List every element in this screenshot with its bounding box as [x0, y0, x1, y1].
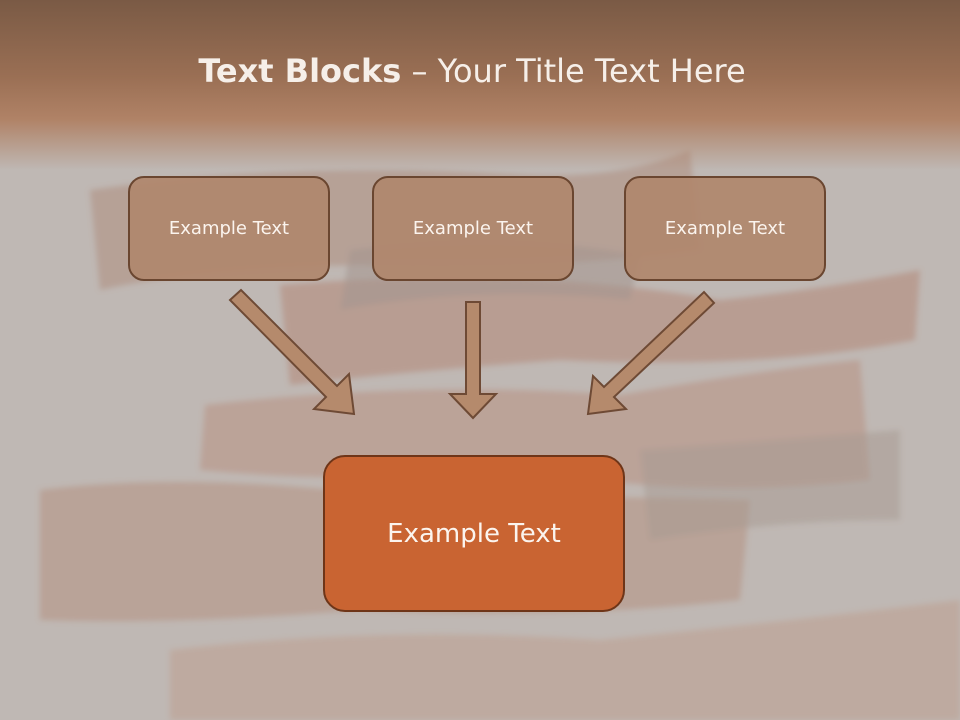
text-block-top-right[interactable]: Example Text: [624, 176, 826, 281]
text-block-top-right-label: Example Text: [664, 218, 786, 239]
title-bold-text: Text Blocks: [198, 52, 402, 90]
text-block-main[interactable]: Example Text: [323, 455, 625, 612]
arrow-right: [586, 290, 716, 416]
arrow-center: [447, 301, 499, 420]
text-block-top-center-label: Example Text: [412, 218, 534, 239]
text-block-main-label: Example Text: [387, 518, 561, 549]
title-banner: [0, 0, 960, 170]
title-rest-text: Your Title Text Here: [437, 52, 746, 90]
arrow-left: [228, 288, 356, 416]
text-block-top-left[interactable]: Example Text: [128, 176, 330, 281]
slide-title: Text Blocks – Your Title Text Here: [0, 52, 944, 90]
text-block-top-center[interactable]: Example Text: [372, 176, 574, 281]
text-block-top-left-label: Example Text: [168, 218, 290, 239]
title-dash: –: [401, 52, 438, 90]
